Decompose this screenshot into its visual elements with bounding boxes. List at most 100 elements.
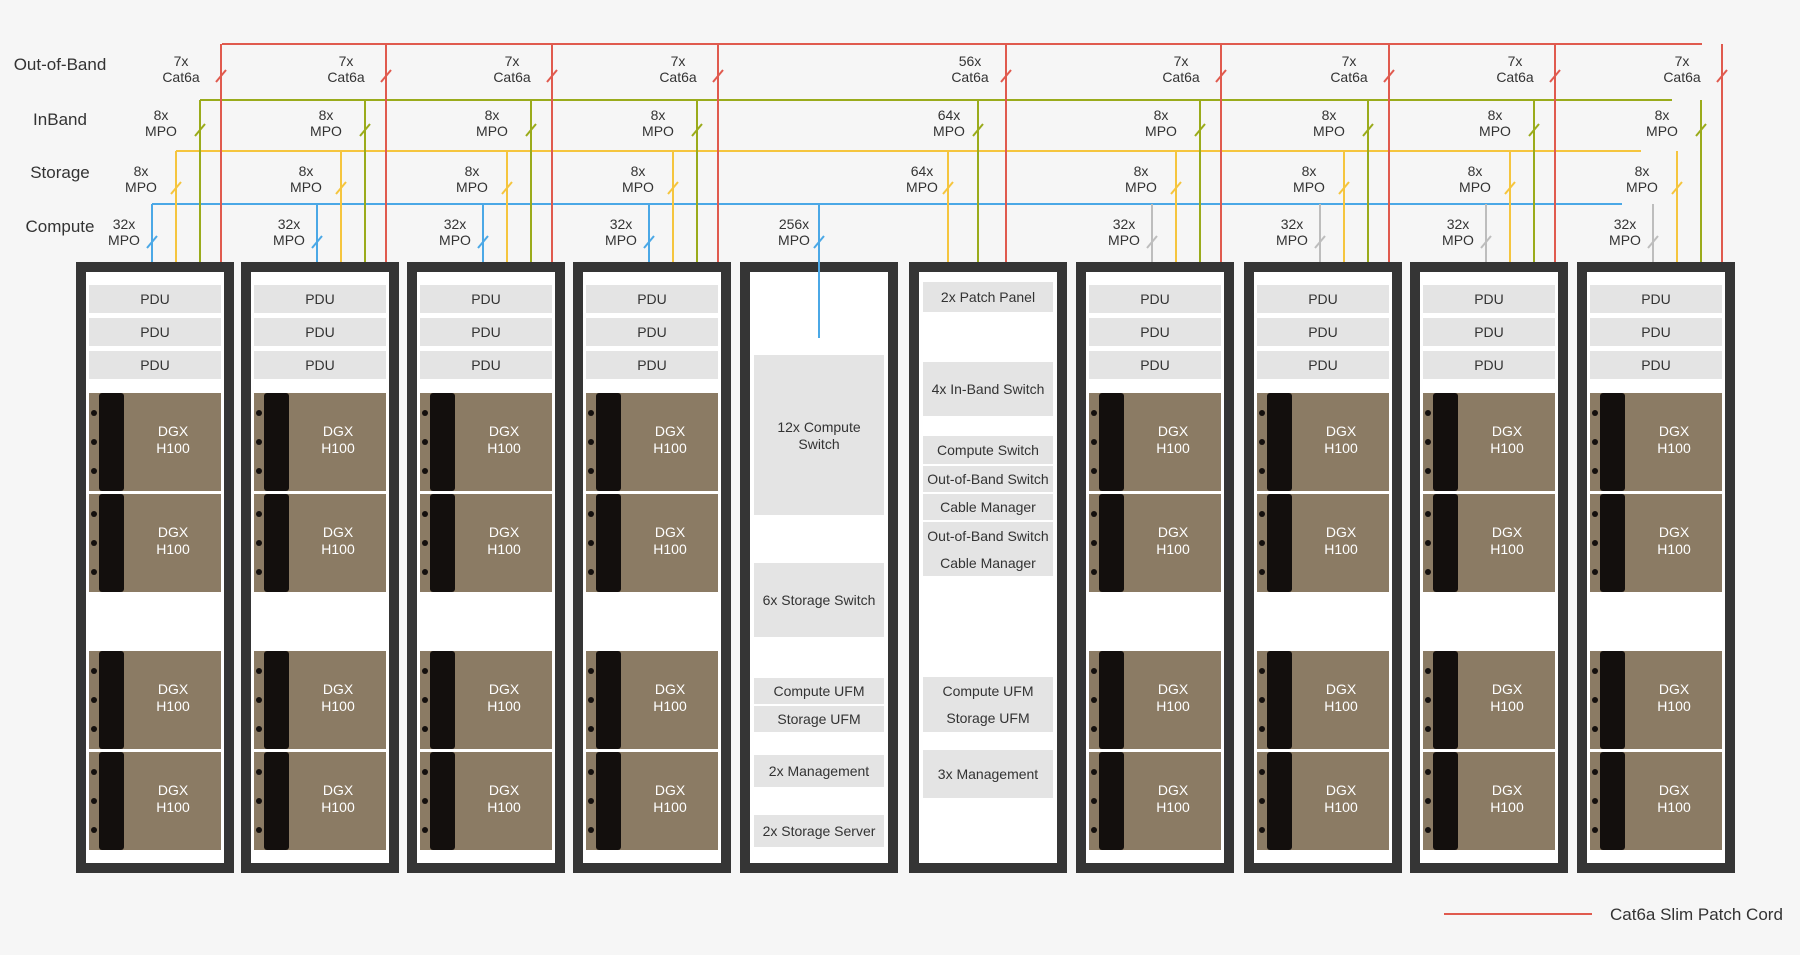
inband-count-line: MPO [1646, 123, 1678, 139]
rack-screw-icon [256, 468, 262, 474]
dgx-label-line: DGX [489, 782, 520, 798]
dgx-bezel [430, 494, 455, 592]
pdu-slot [1423, 351, 1555, 379]
cable-bundle-mark [359, 123, 371, 137]
dgx-bezel [264, 752, 289, 850]
rack-screw-icon [1091, 769, 1097, 775]
rack-screw-icon [1259, 540, 1265, 546]
equipment-label: 2x Management [769, 763, 870, 779]
rack-screw-icon [422, 410, 428, 416]
dgx-label-line: DGX [1326, 524, 1357, 540]
dgx-bezel [264, 651, 289, 749]
inband-count-line: MPO [1479, 123, 1511, 139]
compute-count-line: 256x [779, 216, 809, 232]
pdu-label: PDU [1474, 324, 1504, 340]
inband-count-line: 8x [485, 107, 500, 123]
compute-count-line: 32x [113, 216, 136, 232]
dgx-label-line: DGX [1659, 524, 1690, 540]
pdu-label: PDU [1641, 324, 1671, 340]
cable-bundle-mark [146, 235, 158, 249]
rack-screw-icon [588, 769, 594, 775]
equipment-slot [754, 815, 884, 847]
rack-screw-icon [1592, 468, 1598, 474]
cable-bundle-mark [1383, 69, 1395, 83]
storage-count-line: MPO [125, 179, 157, 195]
rack-screw-icon [1425, 439, 1431, 445]
equipment-label: 3x Management [938, 766, 1039, 782]
dgx-bezel [1267, 752, 1292, 850]
dgx-label-line: H100 [321, 440, 355, 456]
dgx-label-line: DGX [158, 681, 189, 697]
equipment-label-line: Storage UFM [777, 711, 860, 727]
rack-screw-icon [1091, 439, 1097, 445]
equipment-label-line: Switch [798, 436, 839, 452]
rack-screw-icon [256, 511, 262, 517]
equipment-label: 2x Storage Server [763, 823, 876, 839]
dgx-label-line: DGX [158, 782, 189, 798]
rack-screw-icon [1091, 569, 1097, 575]
pdu-label: PDU [305, 324, 335, 340]
rack-screw-icon [1592, 511, 1598, 517]
dgx-bezel [1099, 752, 1124, 850]
cable-bundle-mark [1671, 181, 1683, 195]
cable-bundle-mark [1716, 69, 1728, 83]
oob-count-line: Cat6a [659, 69, 697, 85]
dgx-label-line: H100 [653, 440, 687, 456]
storage-count-line: 8x [1468, 163, 1483, 179]
rack-screw-icon [1259, 769, 1265, 775]
pdu-slot [1089, 351, 1221, 379]
rack-screw-icon [91, 726, 97, 732]
dgx-bezel [1267, 393, 1292, 491]
inband-count-line: MPO [1145, 123, 1177, 139]
rack-screw-icon [91, 468, 97, 474]
rack-screw-icon [1091, 410, 1097, 416]
equipment-slot [923, 494, 1053, 520]
pdu-slot [254, 285, 386, 313]
dgx-bezel [264, 494, 289, 592]
cable-bundle-mark [1362, 123, 1374, 137]
inband-count-line: 8x [651, 107, 666, 123]
oob-count-line: Cat6a [1496, 69, 1534, 85]
rack-screw-icon [1091, 540, 1097, 546]
cable-bundle-mark [215, 69, 227, 83]
cable-bundle-mark [335, 181, 347, 195]
equipment-slot [923, 436, 1053, 464]
rack-screw-icon [588, 668, 594, 674]
dgx-label-line: H100 [1490, 541, 1524, 557]
equipment-label-line: Cable Manager [940, 555, 1036, 571]
dgx-label-line: H100 [1156, 541, 1190, 557]
storage-count-line: MPO [1459, 179, 1491, 195]
equipment-slot [754, 706, 884, 732]
equipment-label-line: Out-of-Band Switch [927, 528, 1048, 544]
storage-count-line: MPO [622, 179, 654, 195]
rack-screw-icon [588, 540, 594, 546]
inband-count-line: MPO [642, 123, 674, 139]
rack-screw-icon [1592, 540, 1598, 546]
dgx-label-line: DGX [1492, 524, 1523, 540]
equipment-label-line: 2x Management [769, 763, 870, 779]
